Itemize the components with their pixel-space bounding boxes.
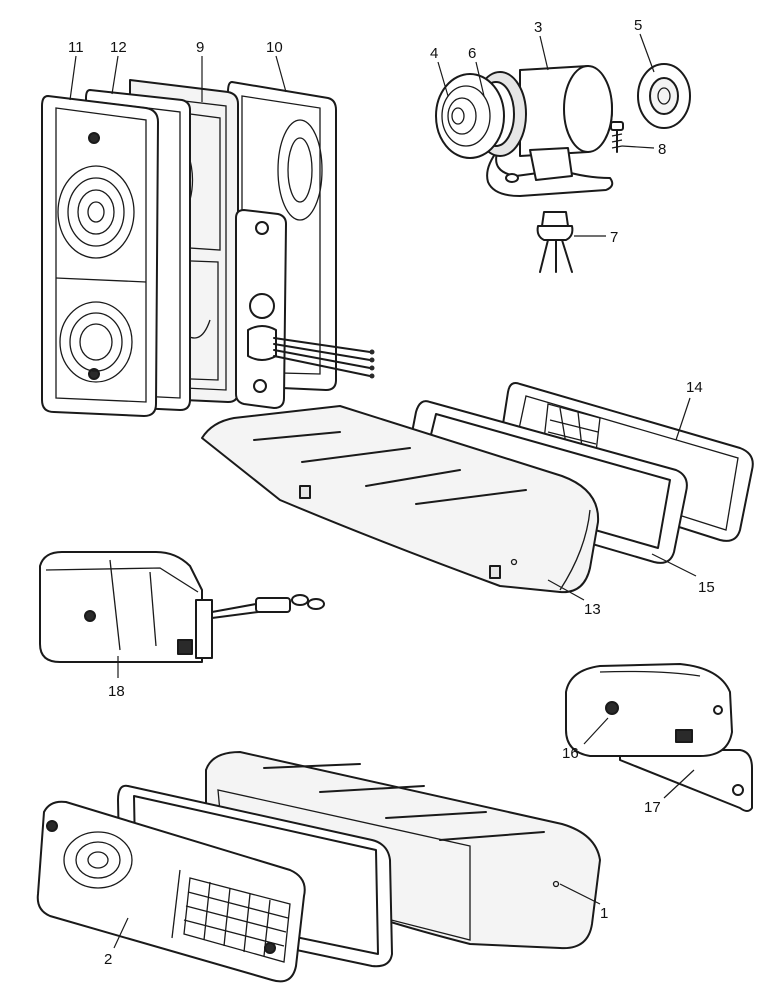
part-18-side-lamp — [39, 551, 325, 663]
part-17-bracket — [619, 749, 753, 812]
callout-12: 12 — [110, 39, 127, 56]
part-16-lamp — [565, 663, 733, 757]
callout-labels: 11 12 9 10 4 6 3 5 8 7 14 15 13 18 16 17… — [68, 17, 715, 968]
part-7-bulb-holder — [536, 211, 574, 273]
callout-4: 4 — [430, 45, 438, 62]
part-13-lamp-body — [201, 405, 600, 594]
callout-2: 2 — [104, 951, 112, 968]
callout-15: 15 — [698, 579, 715, 596]
callout-16: 16 — [562, 745, 579, 762]
part-9-back-bracket — [235, 209, 375, 409]
callout-6: 6 — [468, 45, 476, 62]
callout-7: 7 — [610, 229, 618, 246]
callout-8: 8 — [658, 141, 666, 158]
callout-18: 18 — [108, 683, 125, 700]
callout-14: 14 — [686, 379, 703, 396]
callout-11: 11 — [68, 39, 84, 56]
callout-1: 1 — [600, 905, 608, 922]
callout-10: 10 — [266, 39, 283, 56]
part-4-lens — [435, 73, 505, 159]
part-11-lens — [41, 95, 159, 417]
leader-lines — [69, 33, 697, 949]
part-8-screw — [610, 121, 624, 153]
callout-13: 13 — [584, 601, 601, 618]
callout-9: 9 — [196, 39, 204, 56]
part-3-lamp-housing — [486, 65, 614, 197]
callout-5: 5 — [634, 17, 642, 34]
callout-3: 3 — [534, 19, 542, 36]
callout-17: 17 — [644, 799, 661, 816]
part-2-lens — [36, 800, 306, 983]
part-5-grommet — [637, 63, 691, 129]
